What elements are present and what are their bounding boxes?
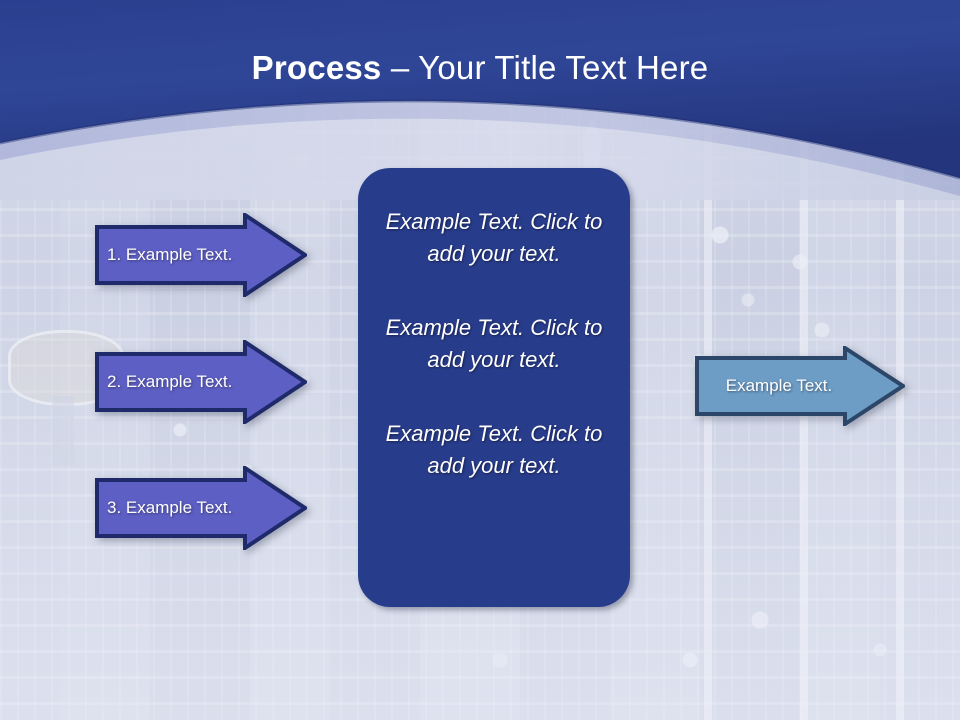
step-arrow-3-shape	[95, 466, 307, 550]
step-arrow-3-label: 3. Example Text.	[107, 498, 233, 517]
output-arrow-shape	[695, 346, 905, 426]
center-paragraph-3: Example Text. Click to add your text.	[385, 421, 603, 478]
title-rest: – Your Title Text Here	[381, 49, 709, 86]
step-arrow-2-label: 2. Example Text.	[107, 372, 233, 391]
step-arrow-1[interactable]: 1. Example Text.	[95, 213, 307, 297]
step-arrow-1-label: 1. Example Text.	[107, 245, 233, 264]
center-paragraph-2: Example Text. Click to add your text.	[385, 315, 603, 372]
title-bold-word: Process	[251, 49, 382, 86]
step-arrow-3[interactable]: 3. Example Text.	[95, 466, 307, 550]
output-arrow[interactable]: Example Text.	[695, 346, 905, 426]
page-title: Process – Your Title Text Here	[0, 47, 960, 89]
step-arrow-1-shape	[95, 213, 307, 297]
center-paragraph-1: Example Text. Click to add your text.	[385, 209, 603, 266]
step-arrow-2[interactable]: 2. Example Text.	[95, 340, 307, 424]
output-arrow-label: Example Text.	[725, 376, 833, 395]
center-content-box[interactable]: Example Text. Click to add your text. Ex…	[358, 168, 630, 607]
step-arrow-2-shape	[95, 340, 307, 424]
